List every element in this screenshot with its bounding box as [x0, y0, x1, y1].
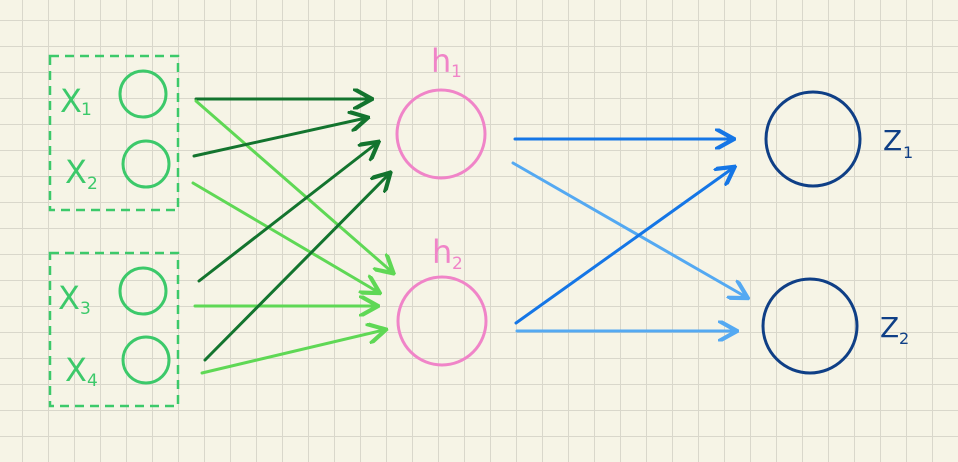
- label-x1-base: X: [60, 82, 82, 120]
- label-z1-base: Z: [883, 124, 902, 157]
- edge-x4-h1: [203, 174, 389, 362]
- edge-h1-z2: [511, 161, 746, 297]
- edge-x2-h1: [192, 118, 366, 158]
- node-h1: [395, 88, 487, 180]
- edge-x4-h2: [200, 330, 384, 375]
- label-x3-base: X: [58, 279, 80, 317]
- label-h1-sub: 1: [451, 62, 462, 82]
- label-x2: X 2: [65, 153, 98, 194]
- label-x1: X 1: [60, 82, 92, 120]
- label-x3: X 3: [58, 279, 91, 319]
- label-h2: h 2: [432, 233, 463, 274]
- label-x4-base: X: [65, 351, 87, 389]
- label-x2-base: X: [65, 153, 87, 191]
- node-x3: [118, 266, 168, 316]
- node-x4: [121, 335, 171, 385]
- label-x4-sub: 4: [87, 371, 98, 391]
- node-z1: [764, 90, 862, 188]
- node-x1: [118, 69, 168, 119]
- label-h1: h 1: [431, 42, 462, 82]
- hidden-output-edges: [511, 139, 746, 331]
- node-z2: [761, 277, 859, 375]
- label-z1-sub: 1: [903, 143, 913, 162]
- edge-h2-z1: [514, 168, 733, 325]
- edge-x2-h2: [191, 181, 378, 292]
- label-h1-base: h: [431, 42, 451, 80]
- label-h2-base: h: [432, 233, 452, 271]
- input-group-box-1: [48, 54, 180, 212]
- input-group-box-2: [48, 251, 180, 408]
- node-x2: [121, 139, 171, 189]
- edge-x1-h2: [194, 99, 392, 272]
- label-x2-sub: 2: [87, 174, 98, 194]
- label-h2-sub: 2: [452, 254, 463, 274]
- label-z1: Z 1: [883, 124, 913, 162]
- label-x3-sub: 3: [80, 299, 91, 319]
- label-x1-sub: 1: [81, 100, 92, 120]
- label-z2-sub: 2: [899, 329, 909, 348]
- label-z2: Z 2: [880, 311, 909, 348]
- label-x4: X 4: [65, 351, 98, 391]
- edge-x3-h1: [197, 143, 377, 283]
- node-h2: [396, 275, 488, 367]
- input-hidden-edges: [191, 99, 392, 375]
- label-z2-base: Z: [880, 311, 899, 344]
